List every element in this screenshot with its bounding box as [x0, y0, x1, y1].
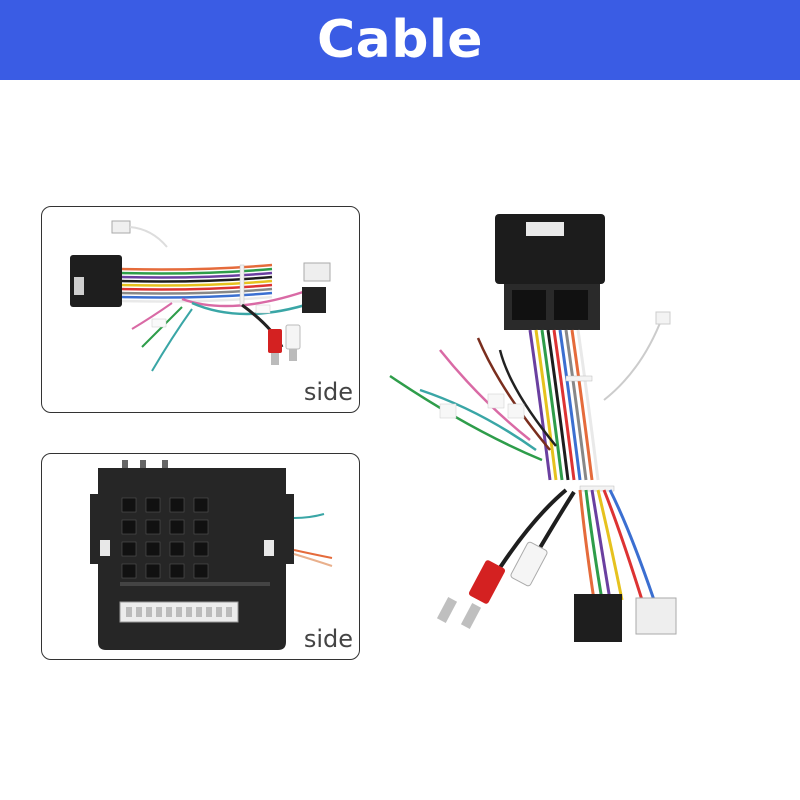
page-title: Cable — [316, 10, 484, 70]
side-view-panel-connector: side — [41, 453, 360, 660]
connector-face-icon — [90, 460, 333, 650]
cable-harness-icon — [389, 214, 677, 642]
side-view-panel-harness: side — [41, 206, 360, 413]
side-label: side — [303, 625, 353, 653]
main-cable-photo — [380, 200, 700, 660]
header-banner: Cable — [0, 0, 800, 80]
cable-harness-icon — [70, 220, 331, 372]
side-label: side — [303, 378, 353, 406]
